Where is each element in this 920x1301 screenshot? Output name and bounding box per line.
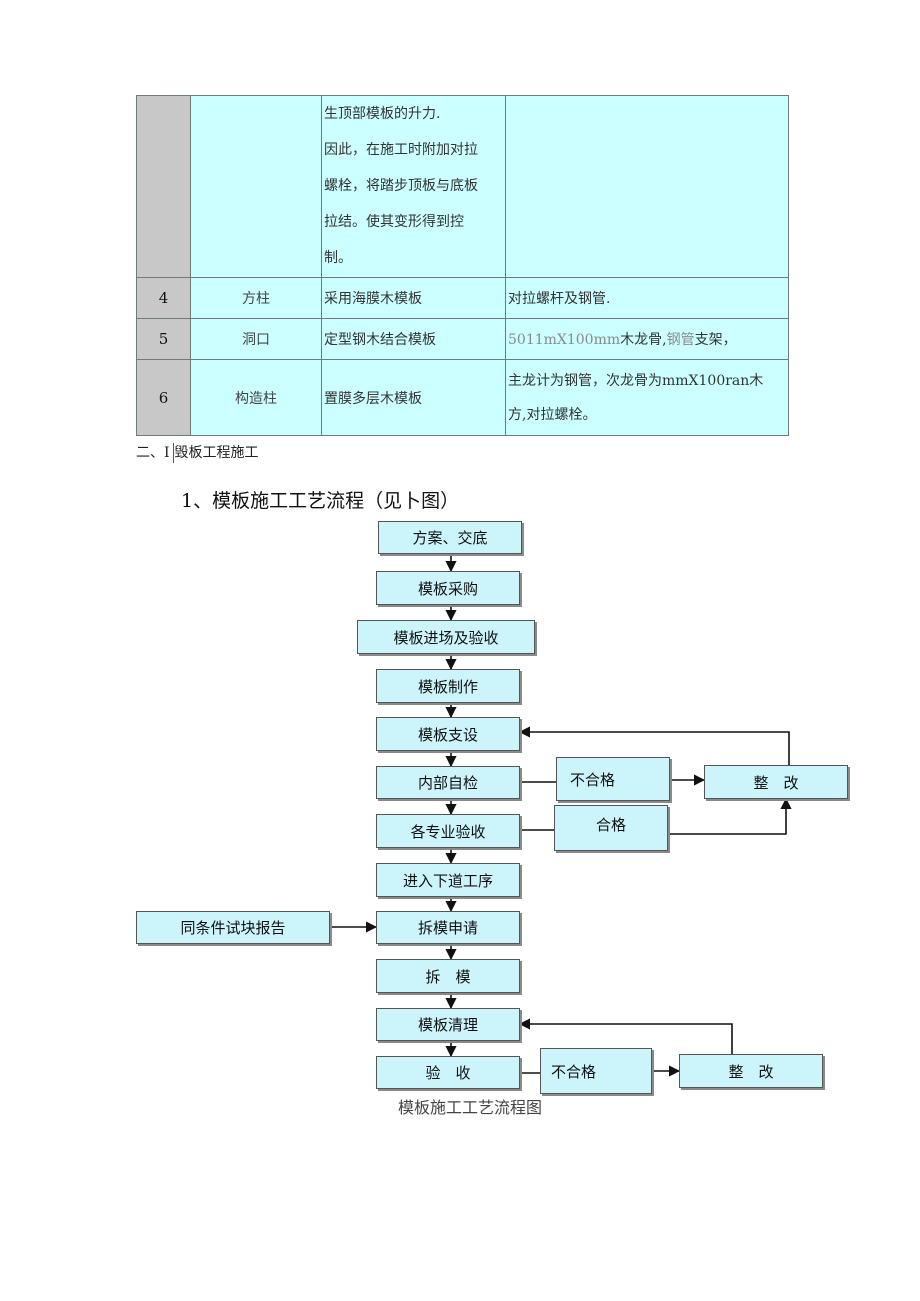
step-discipline-acceptance: 各专业验收 [376, 814, 520, 848]
step-plan-briefing: 方案、交底 [378, 521, 522, 554]
method-line: 制。 [324, 250, 352, 266]
item-support [505, 95, 789, 278]
support-line: 方,对拉螺栓。 [508, 406, 597, 423]
support-text: 木龙骨, [620, 332, 667, 348]
fail-label-1: 不合格 [556, 757, 670, 801]
support-spec: 5011mX100mm [508, 332, 621, 348]
method-line: 因此，在施工时附加对拉 [324, 142, 478, 158]
step-formwork-arrival-inspection: 模板进场及验收 [357, 620, 535, 654]
rectify-box-2: 整 改 [679, 1054, 823, 1088]
item-method: 定型钢木结合模板 [321, 318, 506, 360]
step-final-acceptance: 验 收 [376, 1056, 520, 1089]
cursor-bar [172, 443, 174, 463]
item-support: 主龙计为钢管，次龙骨为mmX100ran木 方,对拉螺栓。 [505, 359, 789, 436]
step-internal-self-check: 内部自检 [376, 766, 520, 799]
step-formwork-cleaning: 模板清理 [376, 1008, 520, 1041]
item-support: 5011mX100mm木龙骨,钢管支架， [505, 318, 789, 360]
step-formwork-fabrication: 模板制作 [376, 669, 520, 703]
item-method: 生顶部模板的升力. 因此，在施工时附加对拉 螺栓，将踏步顶板与底板 拉结。使其变… [321, 95, 506, 278]
table-row: 4 方柱 采用海膜木模板 对拉螺杆及钢管. [136, 277, 789, 319]
flowchart-caption: 模板施工工艺流程图 [398, 1098, 543, 1117]
test-block-report: 同条件试块报告 [136, 911, 330, 944]
fail-label-2: 不合格 [540, 1048, 652, 1094]
step-formwork-purchase: 模板采购 [376, 571, 520, 605]
step-demolition-request: 拆模申请 [376, 911, 520, 944]
item-method: 采用海膜木模板 [321, 277, 506, 319]
method-line: 螺栓，将踏步顶板与底板 [324, 178, 478, 194]
item-support: 对拉螺杆及钢管. [505, 277, 789, 319]
pass-label: 合格 [554, 805, 668, 851]
section-number: 二、I [136, 445, 170, 461]
subheading: 1、模板施工工艺流程（见卜图） [181, 490, 460, 512]
support-text: 支架， [694, 332, 737, 348]
step-formwork-setup: 模板支设 [376, 717, 520, 751]
section-title: 毁板工程施工 [174, 445, 259, 461]
item-method: 置膜多层木模板 [321, 359, 506, 436]
table-row: 生顶部模板的升力. 因此，在施工时附加对拉 螺栓，将踏步顶板与底板 拉结。使其变… [136, 95, 789, 278]
row-number [136, 95, 191, 278]
row-number: 6 [136, 359, 191, 436]
table-row: 6 构造柱 置膜多层木模板 主龙计为钢管，次龙骨为mmX100ran木 方,对拉… [136, 359, 789, 436]
method-line: 拉结。使其变形得到控 [324, 214, 464, 230]
support-line: 主龙计为钢管，次龙骨为mmX100ran木 [508, 372, 764, 389]
step-demolition: 拆 模 [376, 959, 520, 993]
method-line: 生顶部模板的升力. [324, 106, 441, 122]
row-number: 4 [136, 277, 191, 319]
support-steel: 钢管 [666, 332, 695, 348]
rectify-box-1: 整 改 [704, 765, 848, 799]
row-number: 5 [136, 318, 191, 360]
item-name: 方柱 [190, 277, 322, 319]
table-row: 5 洞口 定型钢木结合模板 5011mX100mm木龙骨,钢管支架， [136, 318, 789, 360]
step-next-process: 进入下道工序 [376, 863, 520, 897]
formwork-table: 生顶部模板的升力. 因此，在施工时附加对拉 螺栓，将踏步顶板与底板 拉结。使其变… [136, 95, 789, 436]
